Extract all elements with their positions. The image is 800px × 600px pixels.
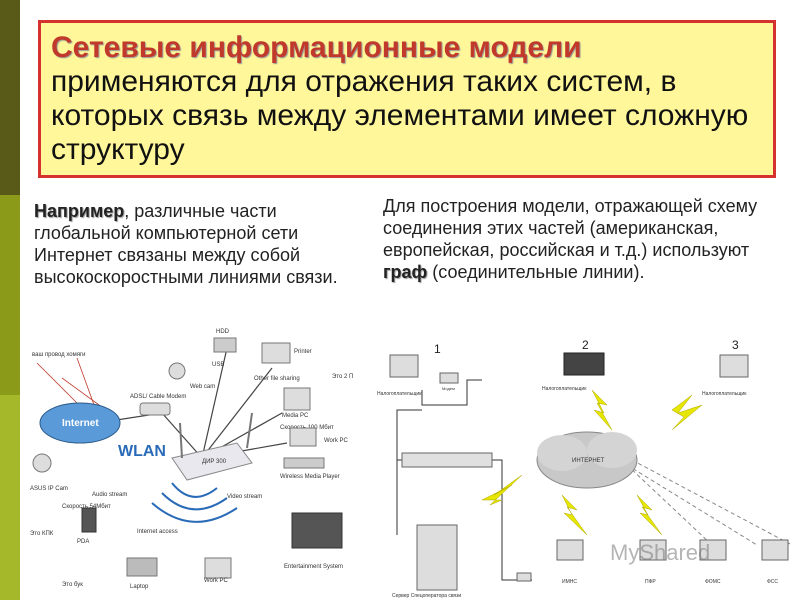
laptop-label: Laptop: [130, 584, 149, 590]
work-pc2-label: Work PC: [204, 578, 229, 584]
modem-label: Модем: [442, 386, 455, 391]
laptop-device: [126, 557, 158, 577]
web-cam-device: [168, 362, 186, 380]
internet-label: Internet: [62, 418, 99, 429]
router-label: ДИР 300: [202, 459, 227, 465]
wireless-mp-label: Wireless Media Player: [280, 474, 340, 480]
taxpayer-label-3: Налогоплательщик: [702, 391, 747, 397]
node-number-1: 1: [434, 342, 441, 356]
media-pc-device: [283, 387, 311, 411]
web-cam-label: Web cam: [190, 384, 215, 390]
network-switch: [401, 452, 493, 468]
lightning-bolts: [481, 389, 703, 536]
taxpayer-pc-1: [389, 354, 419, 378]
work-pc1-label: Work PC: [324, 438, 349, 444]
entertainment-label: Entertainment System: [284, 564, 343, 570]
hdd-device: [213, 337, 237, 353]
other-file-label: Other file sharing: [254, 376, 300, 382]
modem-box: [439, 372, 459, 384]
right-paragraph-after: (соединительные линии).: [427, 262, 645, 282]
server-label: Сервер Спецоператора связи: [392, 593, 461, 599]
kpk-label: Это КПК: [30, 531, 54, 537]
right-paragraph-bold: граф: [383, 262, 428, 282]
usb-label: USB: [212, 362, 224, 368]
work-pc1-device: [289, 427, 317, 447]
left-paragraph: Например, различные части глобальной ком…: [34, 200, 364, 288]
node-number-3: 3: [732, 338, 739, 352]
taxpayer-pc-3: [719, 354, 749, 378]
pfr-pc: [639, 539, 667, 561]
pda-device: [81, 507, 97, 533]
adsl-label: ADSL/ Cable Modem: [130, 394, 186, 400]
left-paragraph-bold: Например: [34, 201, 125, 221]
taxpayer-label-2: Налогоплательщик: [542, 386, 587, 392]
right-paragraph: Для построения модели, отражающей схему …: [383, 195, 783, 283]
accent-bar-middle: [0, 195, 20, 395]
internet-access-label: Internet access: [137, 529, 178, 535]
pda-label: PDA: [77, 539, 89, 545]
speed54-label: Скорость 54Мбит: [62, 504, 111, 510]
small-modem: [516, 572, 532, 582]
cloud-internet-label: ИНТЕРНЕТ: [572, 458, 605, 464]
accent-bar-top: [0, 0, 20, 195]
title-rest: применяются для отражения таких систем, …: [51, 65, 749, 166]
fss-label: ФСС: [767, 579, 778, 585]
asus-label: ASUS IP Cam: [30, 486, 68, 492]
wifi-arcs: [151, 482, 238, 523]
title-box: Сетевые информационные модели применяютс…: [38, 20, 776, 178]
cable-lines: [96, 347, 288, 459]
left-paragraph-rest: , различные части глобальной компьютерно…: [34, 201, 338, 287]
imns-pc: [556, 539, 584, 561]
node-number-2: 2: [582, 338, 589, 352]
operator-server: [416, 524, 458, 591]
accent-bar-bottom: [0, 395, 20, 600]
watermark: MyShared: [610, 540, 711, 565]
printer-device: [261, 342, 291, 364]
left-accent-bar: [0, 0, 20, 600]
title-highlight: Сетевые информационные модели: [51, 31, 582, 64]
work-pc2-device: [204, 557, 232, 579]
imns-label: ИМНС: [562, 579, 577, 585]
dashed-links: [626, 459, 793, 546]
modem-device: [139, 402, 171, 416]
foms-pc: [699, 539, 727, 561]
hdd-label: HDD: [216, 329, 230, 335]
router-device: ДИР 300: [171, 412, 253, 481]
right-paragraph-before: Для построения модели, отражающей схему …: [383, 196, 758, 260]
foms-label: ФОМС: [705, 579, 721, 585]
printer-label: Printer: [294, 349, 312, 355]
wlan-label: WLAN: [118, 443, 166, 460]
internet-cloud-right: ИНТЕРНЕТ: [536, 431, 638, 489]
ip-cam-device: [32, 453, 52, 473]
video-label: Video stream: [227, 494, 262, 500]
taxpayer-network-diagram: ИНТЕРНЕТ 1 2 3 Налогоплательщик Модем На…: [377, 338, 793, 599]
hamster-label: ваш провод хомяги: [32, 352, 86, 358]
buk-label: Это бук: [62, 582, 83, 588]
wireless-media-player-device: [283, 457, 325, 469]
internet-cloud: Internet: [39, 402, 121, 444]
entertainment-tv: [291, 512, 343, 549]
pfr-label: ПФР: [645, 579, 656, 585]
home-network-diagram: Internet WLAN ДИР 300 ADSL/ Cable Modem …: [30, 329, 353, 590]
fss-pc: [761, 539, 789, 561]
taxpayer-laptop-2: [563, 352, 605, 376]
eto2-label: Это 2 П: [332, 374, 353, 380]
media-pc-label: Media PC: [282, 413, 309, 419]
audio-label: Audio stream: [92, 492, 127, 498]
taxpayer-label-1: Налогоплательщик: [377, 391, 422, 397]
